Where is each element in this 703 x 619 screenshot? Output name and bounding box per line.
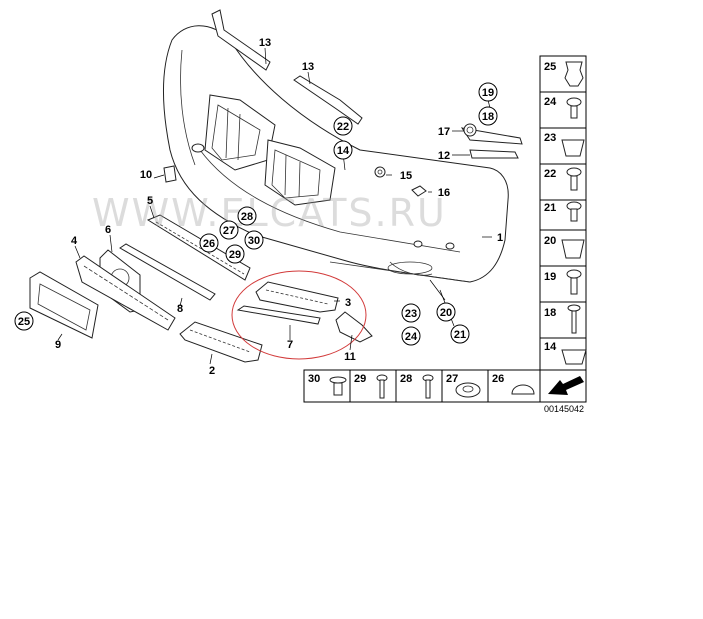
side-label-19: 19 [544,271,556,283]
callout-19-circle [478,82,498,102]
callout-28: 28 [241,211,253,223]
trim-strip-8 [119,243,216,301]
row-label-28: 28 [400,373,412,385]
callout-29-circle [225,244,245,264]
callout-10: 10 [140,169,152,181]
callout-5: 5 [147,195,153,207]
row-label-30: 30 [308,373,320,385]
nut-16 [411,185,427,197]
clip-14-icon [561,349,587,365]
callout-27: 27 [223,225,235,237]
callout-8: 8 [177,303,183,315]
pin-30-icon [329,376,347,396]
callout-17: 17 [438,126,450,138]
callout-21-circle [450,324,470,344]
callout-26: 26 [203,238,215,250]
trim-strip-13b [293,75,363,125]
grommet-25-icon [564,61,584,87]
callouts: 13 13 19 18 17 12 22 14 15 16 1 10 5 6 4… [14,37,503,377]
callout-30-circle [244,230,264,250]
screw-18-icon [567,304,581,334]
callout-18-circle [478,106,498,126]
fastener-column: 25 24 23 22 21 20 19 18 14 [539,55,587,403]
callout-15: 15 [400,170,412,182]
side-label-18: 18 [544,307,556,319]
callout-24: 24 [405,331,418,343]
side-label-22: 22 [544,168,556,180]
grille-2 [179,321,263,363]
drawing-code: 00145042 [544,404,584,414]
side-label-24: 24 [544,96,557,108]
cap-26-icon [511,384,535,395]
callout-16: 16 [438,187,450,199]
clip-nut-23-icon [561,139,585,157]
trim-strip-13a [211,9,271,71]
license-plate-base-9 [29,271,99,339]
callout-14: 14 [337,145,350,157]
callout-19: 19 [482,87,494,99]
lower-grille-4 [75,255,176,331]
callout-27-circle [219,220,239,240]
clip-nut-20-icon [561,239,585,259]
callout-23: 23 [405,308,417,320]
screw-29-icon [376,374,388,399]
side-label-25: 25 [544,61,556,73]
callout-4: 4 [71,235,78,247]
callout-20-circle [436,302,456,322]
side-label-21: 21 [544,202,556,214]
bracket-17 [460,123,523,145]
callout-22: 22 [337,121,349,133]
screw-24-icon [566,97,582,119]
callout-13-top: 13 [259,37,271,49]
callout-28-circle [237,206,257,226]
callout-20: 20 [440,307,452,319]
callout-24-circle [401,326,421,346]
callout-1: 1 [497,232,503,244]
screw-22-icon [566,167,582,191]
callout-30: 30 [248,235,260,247]
callout-7: 7 [287,339,293,351]
screw-21-icon [566,201,582,222]
callout-13-mid: 13 [302,61,314,73]
bracket-11 [335,311,373,343]
row-label-29: 29 [354,373,366,385]
arrow-symbol-icon [548,376,584,395]
screw-28-icon [422,374,434,399]
callout-21: 21 [454,329,466,341]
fastener-row: 30 29 28 27 26 [303,369,541,403]
callout-3: 3 [345,297,351,309]
callout-11: 11 [344,351,356,363]
callout-14-circle [333,140,353,160]
side-label-20: 20 [544,235,556,247]
bracket-12 [469,149,519,159]
callout-25: 25 [18,316,30,328]
screw-19-icon [566,269,582,295]
callout-9: 9 [55,339,61,351]
side-label-14: 14 [544,341,557,353]
highlight-ellipse [231,270,367,360]
row-label-27: 27 [446,373,458,385]
watermark: WWW.ELCATS.RU [92,191,447,235]
cover-10 [163,165,177,183]
clip-15 [374,166,386,178]
callout-2: 2 [209,365,215,377]
ring-27-icon [455,382,481,398]
callout-23-circle [401,303,421,323]
callout-22-circle [333,116,353,136]
callout-12: 12 [438,150,450,162]
trim-strip-7 [236,305,321,325]
callout-18: 18 [482,111,494,123]
center-grille-5 [146,214,251,281]
callout-29: 29 [229,249,241,261]
grille-3 [255,281,339,313]
row-label-26: 26 [492,373,504,385]
side-label-23: 23 [544,132,556,144]
callout-25-circle [14,311,34,331]
callout-6: 6 [105,224,111,236]
callout-26-circle [199,233,219,253]
